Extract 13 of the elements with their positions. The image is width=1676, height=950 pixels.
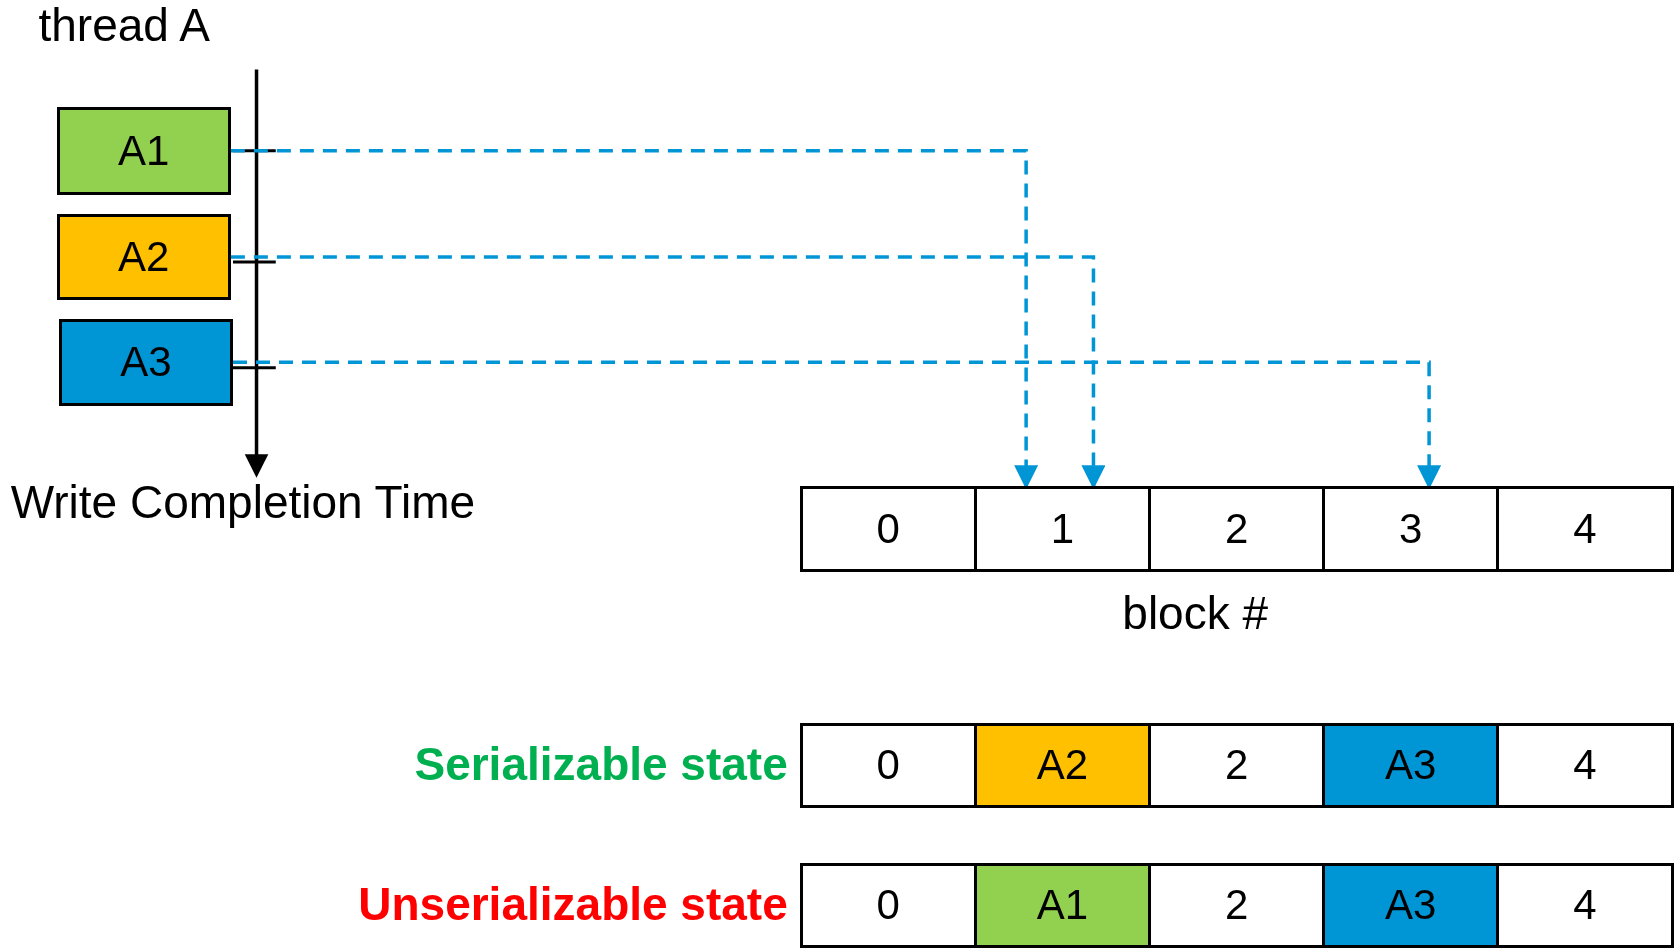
state-label: Serializable state	[414, 740, 788, 787]
block-cell: 4	[1496, 486, 1674, 572]
write-box: A3	[58, 318, 233, 407]
block-cell: 0	[799, 486, 977, 572]
write-box: A1	[56, 106, 231, 195]
block-cell: 4	[1496, 862, 1674, 949]
axis-label: block #	[1122, 590, 1269, 636]
block-cell: 0	[799, 862, 977, 949]
state-label: Unserializable state	[358, 880, 788, 927]
thread-label: thread A	[38, 2, 210, 49]
block-cell: 4	[1496, 722, 1674, 809]
write-box: A2	[56, 213, 231, 301]
block-cell: 0	[799, 722, 977, 809]
